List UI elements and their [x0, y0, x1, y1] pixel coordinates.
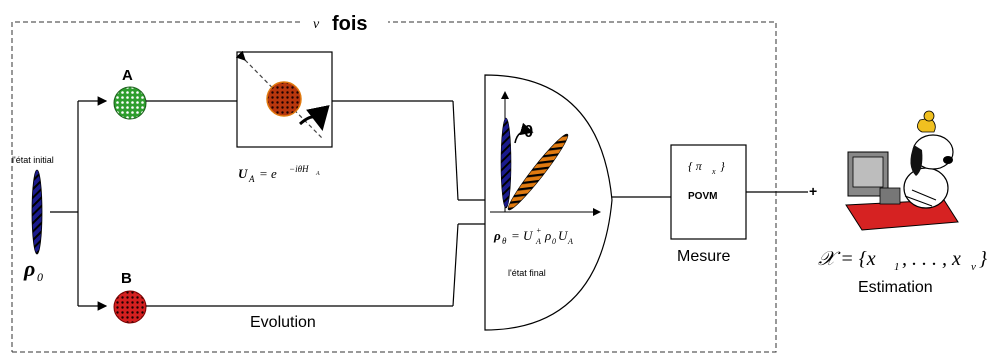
unitary-box: [235, 50, 333, 148]
measure-label: Mesure: [677, 248, 730, 265]
svg-text:θ: θ: [502, 236, 507, 246]
svg-text:−iθH: −iθH: [289, 164, 309, 174]
povm-label: POVM: [688, 191, 717, 202]
plus-sign: +: [809, 183, 817, 199]
final-state-detector: θ: [484, 74, 613, 331]
unitary-formula: U A = e −iθH A: [238, 164, 320, 184]
rotated-state-ellipse: [507, 133, 569, 211]
theta-arrow-icon: [514, 122, 534, 144]
svg-text:A: A: [535, 237, 541, 246]
svg-text:}: }: [720, 159, 725, 173]
path-b-label: B: [121, 270, 132, 287]
svg-text:ν: ν: [971, 261, 976, 273]
final-state-label: l'état final: [508, 268, 546, 278]
svg-text:A: A: [248, 174, 255, 184]
loop-label: ν fois: [313, 13, 368, 35]
theta-label: θ: [524, 122, 533, 141]
svg-text:U: U: [558, 228, 569, 243]
initial-state-label: l'état initial: [12, 155, 54, 165]
splitter-lines: [50, 96, 108, 311]
svg-text:+: +: [536, 226, 541, 235]
reference-state-ellipse: [500, 117, 512, 209]
initial-state-ellipse: [31, 169, 43, 255]
path-a-line-2: [332, 100, 485, 201]
svg-text:U: U: [238, 166, 248, 181]
svg-text:𝒳 = {x: 𝒳 = {x: [818, 248, 876, 270]
svg-text:ρ: ρ: [23, 256, 35, 281]
rho-theta-formula: ρ θ = U + A ρ 0 U A: [493, 226, 573, 246]
nu-symbol: ν: [313, 17, 320, 32]
path-a-label: A: [122, 67, 133, 84]
povm-box: { π x } POVM: [670, 144, 747, 240]
svg-text:ρ: ρ: [493, 228, 501, 243]
path-b-line: [146, 223, 485, 307]
path-b-state: [113, 290, 147, 324]
rho0-label: ρ 0: [23, 256, 43, 284]
svg-text:}: }: [979, 248, 987, 270]
loop-box: [11, 21, 777, 353]
svg-text:A: A: [315, 171, 320, 177]
estimation-formula: 𝒳 = {x 1 , . . . , x ν }: [818, 248, 987, 273]
svg-text:{ π: { π: [688, 159, 703, 173]
snoopy-computer-illustration: [845, 110, 959, 231]
svg-text:x: x: [711, 167, 716, 176]
svg-text:= e: = e: [259, 166, 277, 181]
evolution-label: Evolution: [250, 314, 316, 331]
svg-text:1: 1: [894, 261, 900, 273]
path-a-state: [113, 86, 147, 120]
rotation-arrow-icon: [299, 105, 330, 131]
svg-text:, . . . , x: , . . . , x: [902, 248, 961, 270]
svg-text:0: 0: [552, 237, 556, 246]
path-a-rotated-state: [266, 81, 302, 117]
fois-label: fois: [332, 13, 368, 35]
svg-text:= U: = U: [511, 228, 534, 243]
svg-text:ρ: ρ: [544, 228, 551, 243]
estimation-label: Estimation: [858, 279, 933, 296]
svg-text:A: A: [567, 237, 573, 246]
svg-text:0: 0: [37, 270, 43, 284]
